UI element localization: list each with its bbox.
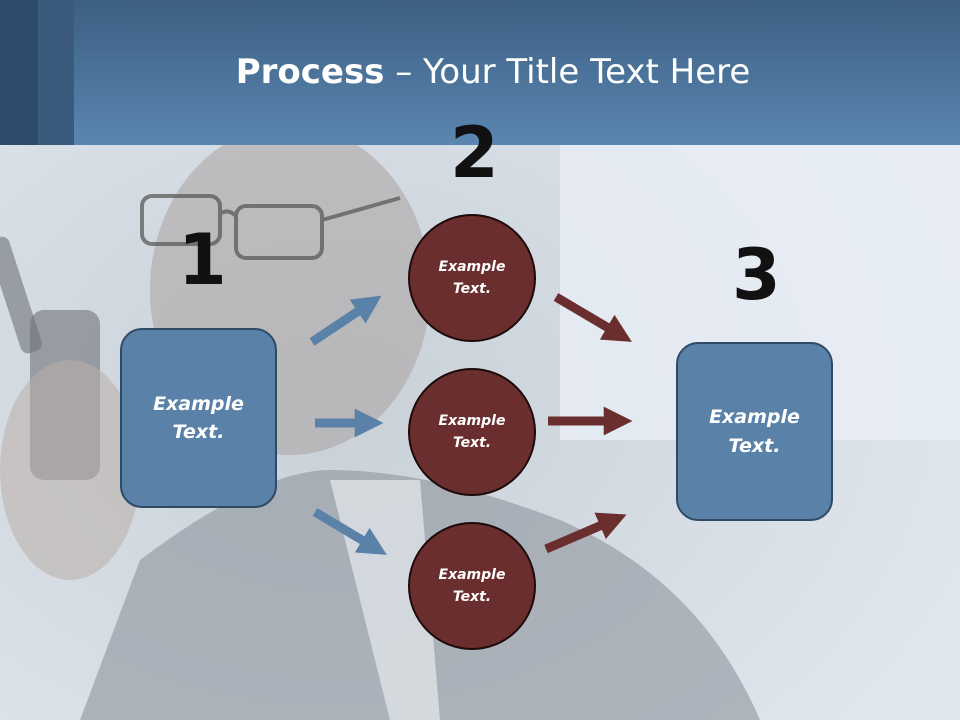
step-number-3: 3: [732, 234, 781, 316]
title-bar: [0, 0, 960, 145]
step-number-1: 1: [178, 219, 227, 301]
slide-title: Process – Your Title Text Here: [0, 52, 960, 92]
step-3-box: Example Text.: [676, 342, 833, 521]
arrow-down-right: [312, 508, 387, 555]
step-1-box: Example Text.: [120, 328, 277, 508]
step-2-circle-top: Example Text.: [408, 214, 536, 342]
step-number-2: 2: [450, 112, 499, 194]
header-stripe: [0, 0, 38, 145]
arrow-down-right: [553, 293, 632, 342]
header-stripe: [38, 0, 74, 145]
step-2-circle-bottom: Example Text.: [408, 522, 536, 650]
step-2-circle-middle: Example Text.: [408, 368, 536, 496]
title-rest: – Your Title Text Here: [384, 52, 751, 92]
title-bold: Process: [235, 52, 385, 92]
arrow-up-right: [309, 295, 382, 346]
arrow-up-right: [544, 512, 627, 554]
